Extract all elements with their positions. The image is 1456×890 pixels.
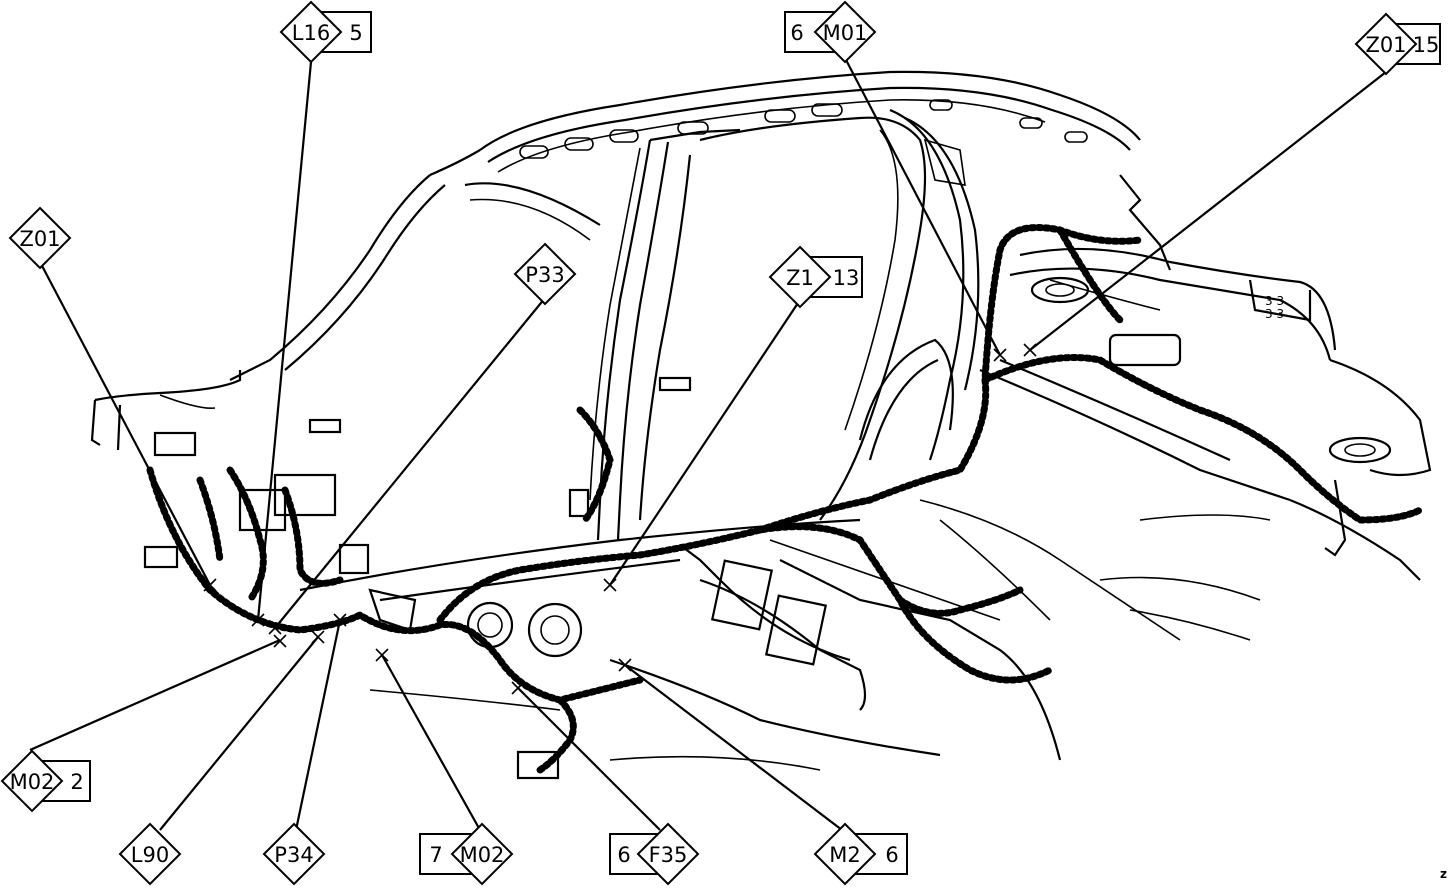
callout-z01-left-code: Z01 [19, 227, 60, 251]
corner-mark: z [1440, 867, 1447, 881]
callout-l16-code: L16 [292, 21, 330, 45]
callout-p33-code: P33 [525, 263, 564, 287]
callout-m2: M2 6 [813, 822, 908, 886]
callout-z1-code: Z1 [786, 266, 814, 290]
callout-l90-code: L90 [131, 843, 169, 867]
callout-l16: L16 5 [279, 0, 372, 64]
callout-m01-number: 6 [790, 21, 803, 45]
callout-f35-code: F35 [649, 843, 688, 867]
car-body-outline: 3 3 3 3 [90, 70, 1432, 771]
callout-p34-code: P34 [274, 843, 313, 867]
wiring-harness [143, 224, 1424, 780]
callout-m02-left: M02 2 [0, 749, 91, 813]
callout-m2-code: M2 [829, 843, 860, 867]
callout-z01-top-number: 15 [1413, 33, 1440, 57]
callout-z01-top: Z01 15 [1354, 12, 1441, 76]
callout-p33: P33 [513, 242, 577, 306]
callout-m01-code: M01 [823, 21, 868, 45]
callout-m2-number: 6 [885, 843, 898, 867]
callout-m02-left-code: M02 [10, 770, 55, 794]
callout-p34: P34 [262, 822, 326, 886]
callout-z01-left: Z01 [8, 206, 72, 270]
svg-text:3 3: 3 3 [1265, 307, 1284, 321]
callout-f35-number: 6 [617, 843, 630, 867]
callout-m02-bottom-code: M02 [460, 843, 505, 867]
callout-z01-top-code: Z01 [1365, 33, 1406, 57]
callout-z1-number: 13 [833, 266, 860, 290]
svg-text:3 3: 3 3 [1265, 294, 1284, 308]
callout-m02-bottom-number: 7 [429, 843, 442, 867]
leader-lines [29, 57, 1387, 831]
callout-m02-bottom: 7 M02 [419, 822, 514, 886]
callout-l90: L90 [118, 822, 182, 886]
callout-z1: Z1 13 [768, 245, 863, 309]
callout-m02-left-number: 2 [70, 770, 83, 794]
callout-m01: 6 M01 [784, 0, 877, 64]
callout-l16-number: 5 [349, 21, 362, 45]
callout-f35: 6 F35 [609, 822, 700, 886]
